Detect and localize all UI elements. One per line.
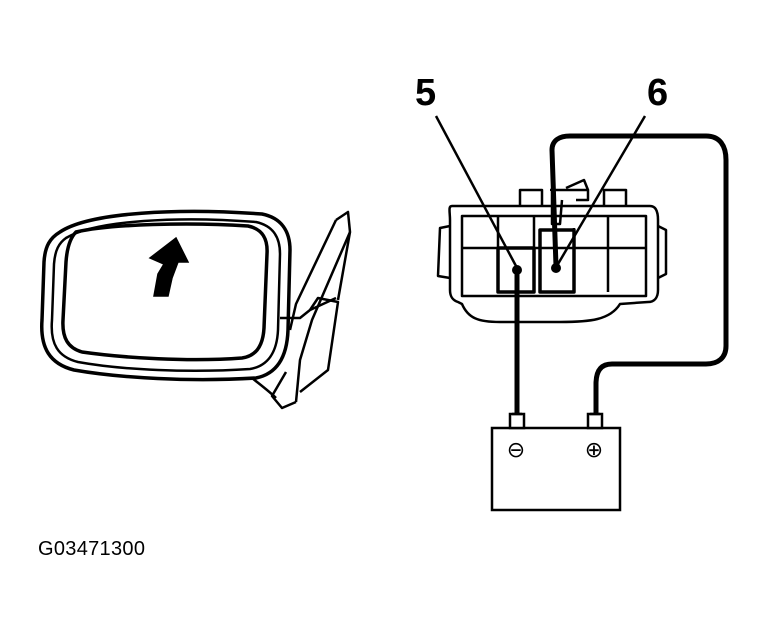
direction-arrow-icon	[148, 236, 190, 297]
leader-line-5	[434, 115, 518, 267]
battery	[490, 412, 622, 512]
battery-negative-symbol: ⊖	[507, 438, 525, 463]
positive-lead-wire	[549, 133, 729, 418]
leader-line-6	[556, 115, 647, 265]
battery-positive-symbol: ⊕	[585, 438, 603, 463]
callout-6: 6	[647, 72, 669, 114]
callout-5: 5	[415, 72, 437, 114]
side-mirror	[40, 209, 352, 410]
figure-code: G03471300	[38, 538, 146, 560]
